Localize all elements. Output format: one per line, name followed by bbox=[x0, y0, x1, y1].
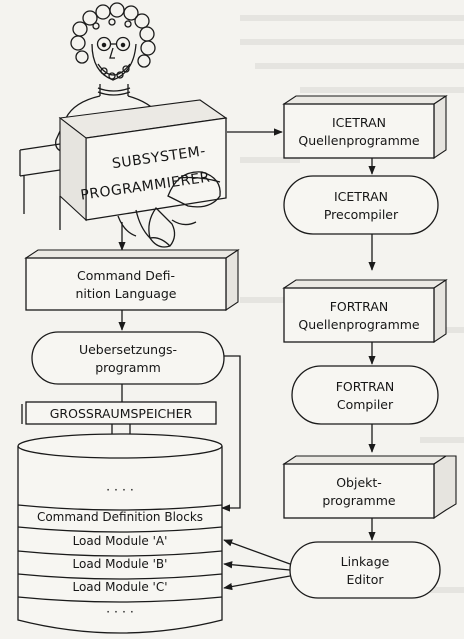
storage-row-load-c: Load Module 'C' bbox=[72, 580, 167, 594]
linkage-editor: Linkage Editor bbox=[289, 541, 441, 599]
icetran-precompiler-line2: Precompiler bbox=[324, 207, 399, 222]
fortran-source-line1: FORTRAN bbox=[330, 299, 389, 314]
fortran-source-line2: Quellenprogramme bbox=[298, 317, 420, 332]
translator-line1: Uebersetzungs- bbox=[79, 342, 177, 357]
storage-row-dots-top: · · · · bbox=[106, 482, 134, 497]
desk bbox=[19, 99, 228, 230]
fortran-compiler: FORTRAN Compiler bbox=[291, 365, 439, 425]
object-programs-line1: Objekt- bbox=[336, 475, 382, 490]
cdl-box: Command Defi- nition Language bbox=[24, 248, 240, 312]
fortran-source-box: FORTRAN Quellenprogramme bbox=[282, 278, 448, 344]
fortran-compiler-line1: FORTRAN bbox=[336, 379, 395, 394]
storage-drum: · · · · Command Definition Blocks Load M… bbox=[17, 433, 223, 634]
object-programs-line2: programme bbox=[322, 493, 396, 508]
translator-program: Uebersetzungs- programm bbox=[31, 331, 225, 385]
fortran-compiler-line2: Compiler bbox=[337, 397, 394, 412]
storage-banner-label: GROSSRAUMSPEICHER bbox=[50, 406, 193, 421]
storage-banner: GROSSRAUMSPEICHER bbox=[21, 401, 217, 425]
programmer-illustration: SUBSYSTEM- PROGRAMMIERER bbox=[19, 2, 228, 248]
icetran-precompiler-line1: ICETRAN bbox=[334, 189, 388, 204]
beard bbox=[97, 63, 131, 80]
cdl-line2: nition Language bbox=[75, 286, 176, 301]
icetran-source-line2: Quellenprogramme bbox=[298, 133, 420, 148]
cdl-line1: Command Defi- bbox=[77, 268, 175, 283]
linkage-editor-line1: Linkage bbox=[341, 554, 390, 569]
shoe-left bbox=[148, 206, 176, 248]
hair-curls bbox=[70, 2, 156, 68]
storage-row-dots-bottom: · · · · bbox=[106, 604, 134, 619]
icetran-source-box: ICETRAN Quellenprogramme bbox=[282, 94, 448, 160]
linkage-to-modules-arrows bbox=[223, 539, 291, 591]
storage-row-cdb: Command Definition Blocks bbox=[37, 510, 203, 524]
background-bleed bbox=[240, 15, 464, 593]
icetran-source-line1: ICETRAN bbox=[332, 115, 386, 130]
storage-row-load-b: Load Module 'B' bbox=[73, 557, 168, 571]
storage-row-load-a: Load Module 'A' bbox=[73, 534, 168, 548]
translator-line2: programm bbox=[95, 360, 161, 375]
object-programs-box: Objekt- programme bbox=[282, 455, 457, 520]
linkage-editor-line2: Editor bbox=[347, 572, 385, 587]
shoe-right bbox=[167, 171, 221, 226]
icetran-precompiler: ICETRAN Precompiler bbox=[283, 175, 439, 235]
glasses bbox=[96, 36, 131, 52]
